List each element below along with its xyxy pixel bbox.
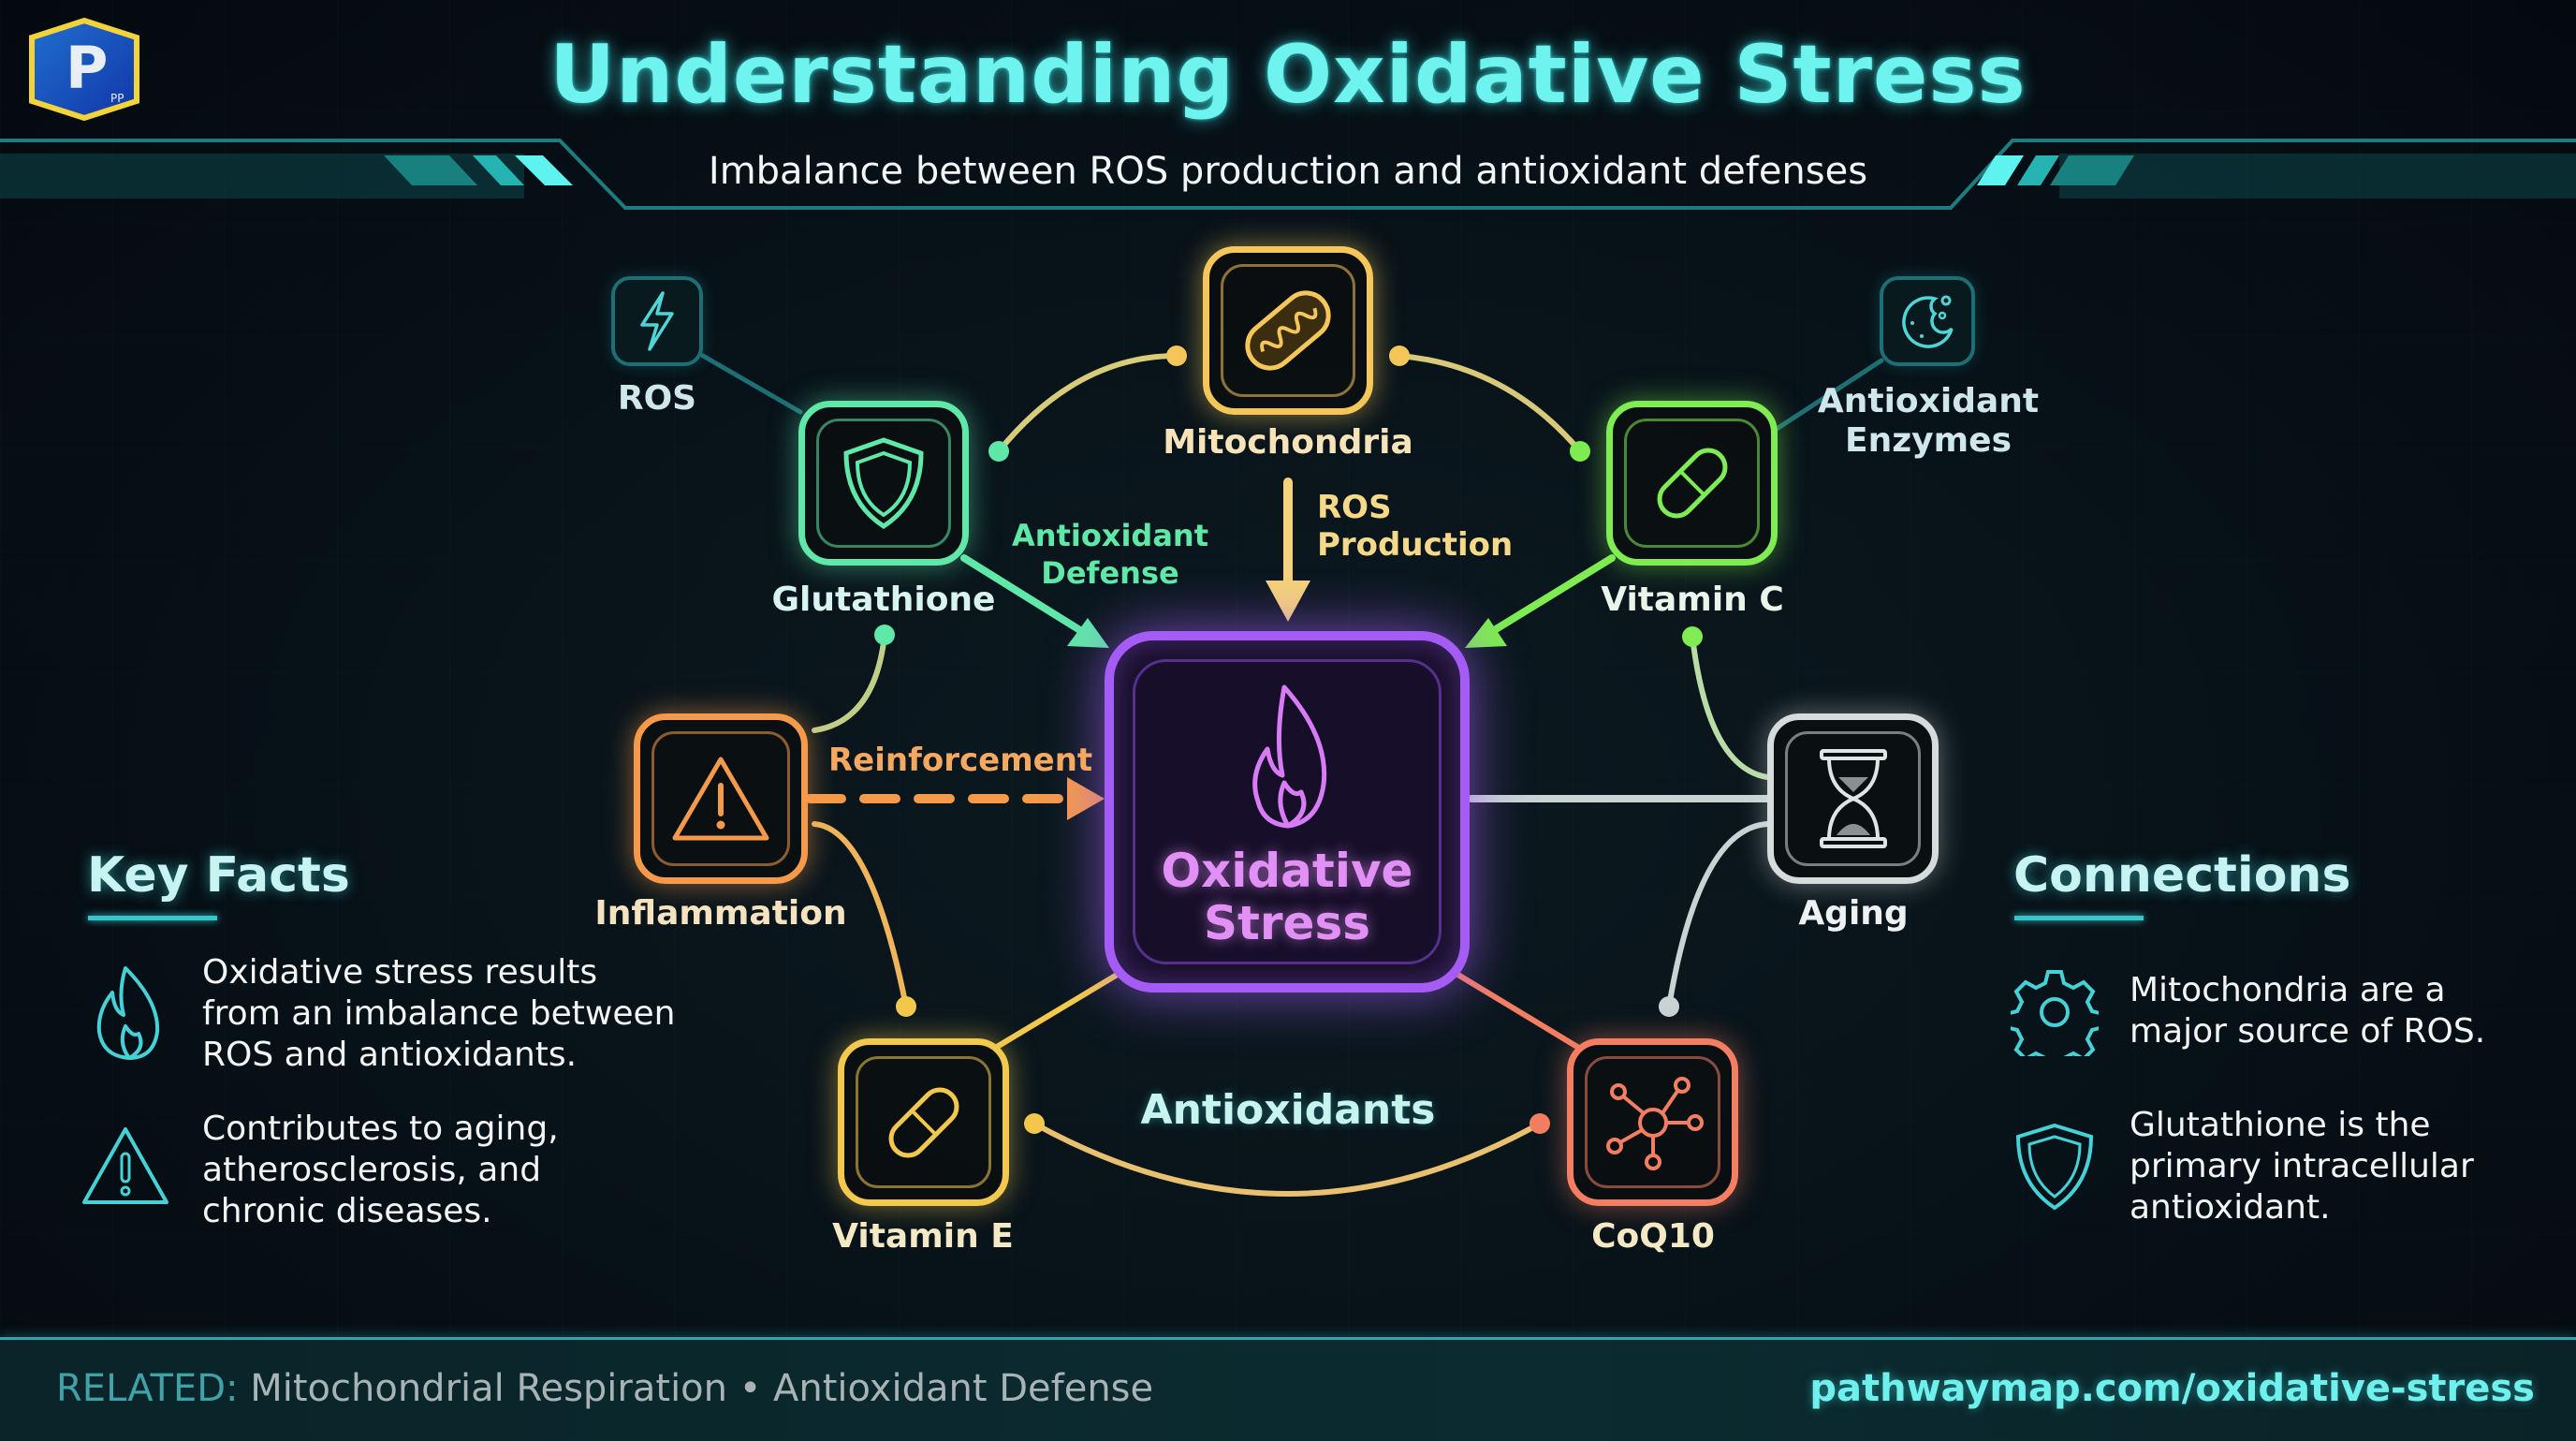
- fact-line: primary intracellular: [2130, 1147, 2474, 1185]
- flame-icon: [1252, 684, 1327, 829]
- lightning-icon: [640, 291, 674, 351]
- key-fact-1: Oxidative stress results from an imbalan…: [202, 952, 675, 1076]
- label-line: Antioxidant: [1817, 382, 2040, 420]
- antioxidants-edge-label: Antioxidants: [1140, 1086, 1436, 1134]
- related-value[interactable]: Mitochondrial Respiration • Antioxidant …: [250, 1367, 1154, 1410]
- page-subtitle: Imbalance between ROS production and ant…: [708, 150, 1868, 193]
- fact-line: antioxidant.: [2130, 1188, 2331, 1227]
- footer: [0, 1337, 2576, 1441]
- header-banner: [0, 139, 2576, 210]
- ros-production-edge-label: ROS Production: [1317, 489, 1513, 564]
- glutathione-node[interactable]: [798, 401, 969, 566]
- label-line: ROS: [1317, 489, 1392, 526]
- mitochondria-icon: [1245, 290, 1331, 371]
- inflammation-label: Inflammation: [594, 894, 847, 933]
- fact-line: chronic diseases.: [202, 1192, 492, 1230]
- label-line: Production: [1317, 526, 1514, 564]
- fact-line: Mitochondria are a: [2130, 971, 2446, 1009]
- key-fact-2: Contributes to aging, atherosclerosis, a…: [202, 1109, 559, 1232]
- label-line: Defense: [1041, 555, 1179, 591]
- vitamin-e-node[interactable]: [838, 1038, 1009, 1206]
- footer-url-link[interactable]: pathwaymap.com/oxidative-stress: [1809, 1367, 2535, 1410]
- shield-icon: [2015, 1123, 2094, 1211]
- antioxidant-enzymes-node[interactable]: [1880, 276, 1975, 366]
- fact-line: from an imbalance between: [202, 994, 676, 1033]
- hourglass-icon: [1819, 749, 1887, 848]
- connections-heading: Connections: [2013, 847, 2351, 904]
- connections-underline: [2014, 916, 2144, 920]
- label-line: Antioxidant: [1012, 518, 1208, 553]
- logo: P PP: [24, 17, 144, 122]
- connection-1: Mitochondria are a major source of ROS.: [2130, 970, 2485, 1052]
- logo-letter: P: [66, 34, 109, 102]
- antioxidant-enzymes-label: Antioxidant Enzymes: [1816, 382, 2041, 461]
- coq10-node[interactable]: [1567, 1038, 1738, 1206]
- mitochondria-node[interactable]: [1203, 246, 1373, 415]
- fact-line: major source of ROS.: [2130, 1012, 2486, 1051]
- reinforcement-edge-label: Reinforcement: [828, 742, 1093, 779]
- label-line: Enzymes: [1845, 421, 2012, 460]
- vitamin-c-node[interactable]: [1606, 401, 1778, 566]
- key-facts-underline: [88, 916, 217, 920]
- connection-2: Glutathione is the primary intracellular…: [2130, 1105, 2474, 1228]
- shield-icon: [843, 437, 924, 529]
- center-label: Oxidative Stress: [1114, 845, 1460, 949]
- key-facts-heading: Key Facts: [87, 847, 350, 904]
- fact-line: atherosclerosis, and: [202, 1151, 542, 1189]
- aging-label: Aging: [1798, 894, 1909, 933]
- fact-line: Oxidative stress results: [202, 953, 598, 992]
- antioxidant-defense-edge-label: Antioxidant Defense: [998, 517, 1222, 592]
- page-title: Understanding Oxidative Stress: [549, 28, 2027, 122]
- glutathione-label: Glutathione: [771, 581, 996, 619]
- vitamin-e-label: Vitamin E: [832, 1217, 1014, 1256]
- cell-icon: [1902, 295, 1954, 348]
- fact-line: ROS and antioxidants.: [202, 1036, 578, 1074]
- center-label-line2: Stress: [1203, 896, 1370, 950]
- center-label-line1: Oxidative: [1161, 844, 1413, 898]
- gear-icon: [2011, 970, 2099, 1056]
- ros-node[interactable]: [611, 276, 703, 366]
- fact-line: Contributes to aging,: [202, 1110, 559, 1148]
- logo-sub: PP: [110, 92, 124, 105]
- mitochondria-label: Mitochondria: [1163, 423, 1413, 462]
- molecule-icon: [1605, 1076, 1704, 1170]
- capsule-icon: [1657, 448, 1727, 519]
- coq10-label: CoQ10: [1591, 1217, 1715, 1256]
- related-links: RELATED: Mitochondrial Respiration • Ant…: [56, 1367, 1153, 1410]
- capsule-icon: [888, 1087, 959, 1157]
- aging-node[interactable]: [1767, 713, 1939, 884]
- warning-icon: [672, 757, 769, 841]
- inflammation-node[interactable]: [634, 713, 808, 884]
- oxidative-stress-center-node[interactable]: Oxidative Stress: [1105, 631, 1470, 993]
- warning-icon: [82, 1127, 168, 1204]
- related-key: RELATED:: [56, 1367, 239, 1410]
- vitamin-c-label: Vitamin C: [1601, 581, 1784, 619]
- flame-icon: [96, 966, 160, 1060]
- ros-label: ROS: [617, 379, 697, 418]
- fact-line: Glutathione is the: [2130, 1106, 2431, 1144]
